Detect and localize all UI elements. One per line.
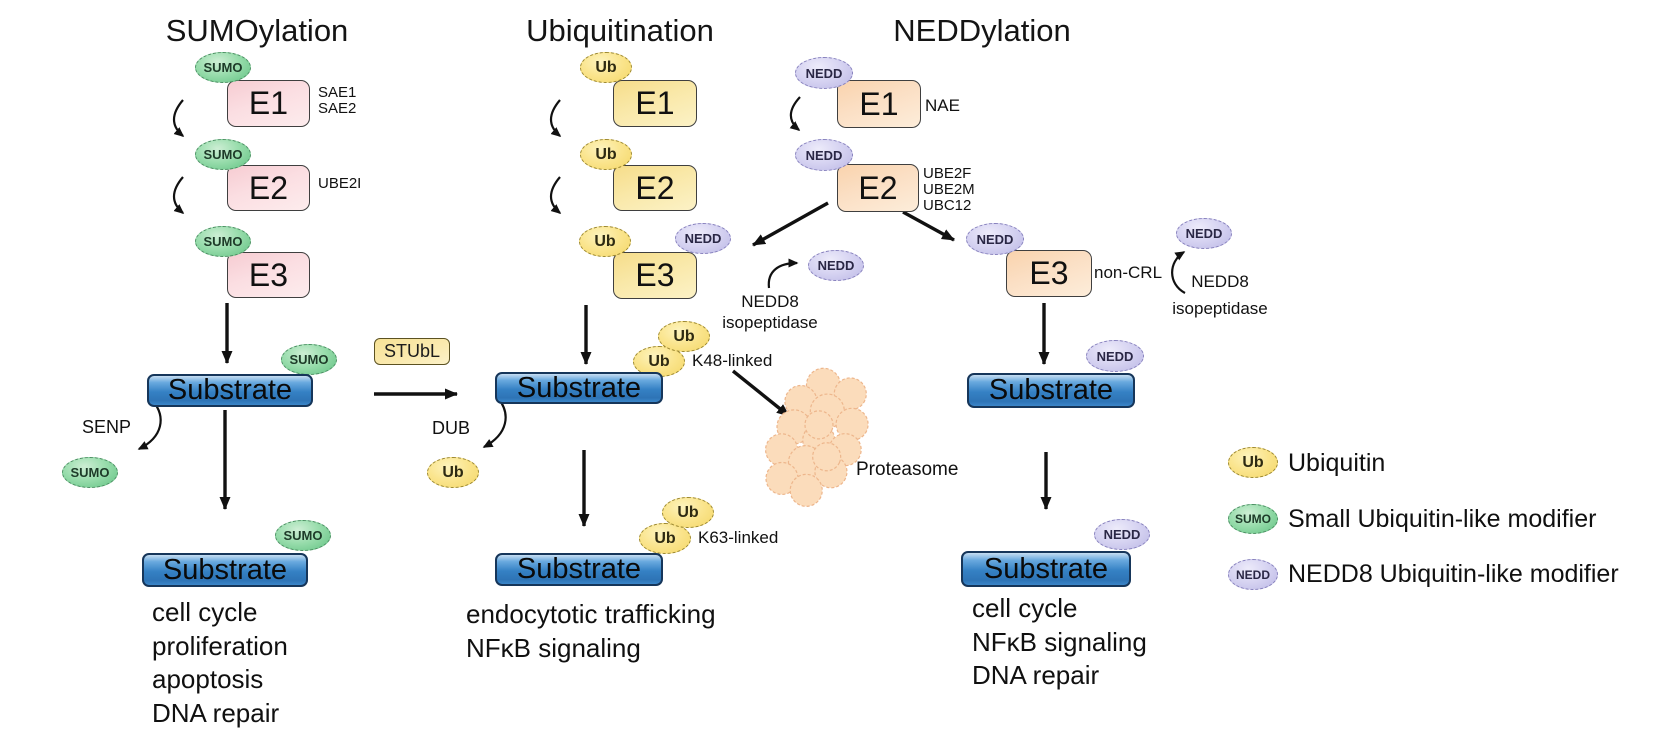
arrow-ub-e1-to-e2 <box>549 99 562 137</box>
arrow-senp-release <box>137 400 162 450</box>
dub-label: DUB <box>432 418 471 438</box>
ub-badge: Ub <box>580 52 632 83</box>
substrate-box-sumo-1: Substrate <box>147 374 313 407</box>
ub-outcomes: endocytotic trafficking NFκB signaling <box>466 598 716 665</box>
legend-sumo-badge: SUMO <box>1228 504 1278 534</box>
stubl-box: STUbL <box>374 338 450 365</box>
arrow-nedd-e2-to-ub-e3 <box>752 201 829 247</box>
substrate-box-sumo-2: Substrate <box>142 553 308 587</box>
e1-box-ub: E1 <box>613 80 697 127</box>
outcome-item: DNA repair <box>972 660 1100 690</box>
e3-box-ub: E3 <box>613 252 697 299</box>
isopeptidase-line: NEDD8 <box>741 292 799 311</box>
pathway-title-ubiquitination: Ubiquitination <box>526 13 714 48</box>
outcome-item: apoptosis <box>152 664 264 694</box>
e3-box-nedd: E3 <box>1006 250 1092 297</box>
arrow-isopeptidase-release-mid <box>767 258 799 289</box>
enzyme-name-ube2m: UBE2M <box>923 181 975 198</box>
isopeptidase-line: isopeptidase <box>722 313 818 332</box>
sumo-outcomes: cell cycle proliferation apoptosis DNA r… <box>152 596 288 730</box>
isopeptidase-label-right: NEDD8 isopeptidase <box>1158 268 1282 322</box>
arrow-sumo-e2-to-e3 <box>172 176 185 214</box>
legend-ub-label: Ubiquitin <box>1288 449 1386 477</box>
isopeptidase-line: isopeptidase <box>1172 299 1268 318</box>
enzyme-name-sae1: SAE1 <box>318 84 357 101</box>
outcome-item: NFκB signaling <box>466 632 641 663</box>
outcome-item: proliferation <box>152 630 288 661</box>
nedd-outcomes: cell cycle NFκB signaling DNA repair <box>972 592 1147 693</box>
enzyme-name-ubc12: UBC12 <box>923 197 972 214</box>
e1-box-sumo: E1 <box>227 80 310 127</box>
e2-box-sumo: E2 <box>227 165 310 211</box>
nedd-badge-on-ub-e3: NEDD <box>675 223 731 254</box>
arrow-sumo-e1-to-e2 <box>172 99 185 137</box>
substrate-box-ub-2: Substrate <box>495 553 663 586</box>
non-crl-label: non-CRL <box>1094 263 1163 282</box>
legend-ub-badge: Ub <box>1228 447 1278 478</box>
arrow-ub-e2-to-e3 <box>549 176 562 214</box>
nedd-badge: NEDD <box>1094 519 1150 550</box>
proteasome-label: Proteasome <box>856 459 959 480</box>
outcome-item: cell cycle <box>972 593 1078 623</box>
isopeptidase-line: NEDD8 <box>1191 272 1249 291</box>
ub-badge-chain: Ub <box>639 523 691 554</box>
sumo-badge: SUMO <box>195 52 251 83</box>
ub-badge-chain: Ub <box>662 497 714 528</box>
substrate-box-nedd-1: Substrate <box>967 373 1135 408</box>
legend-nedd-badge: NEDD <box>1228 559 1278 590</box>
proteasome-blob <box>764 367 869 507</box>
enzyme-name-sae2: SAE2 <box>318 100 357 117</box>
ub-badge: Ub <box>580 139 632 170</box>
nedd-badge: NEDD <box>795 139 853 171</box>
outcome-item: cell cycle <box>152 597 258 627</box>
sumo-badge: SUMO <box>281 344 337 375</box>
outcome-item: DNA repair <box>152 697 280 728</box>
e2-box-nedd: E2 <box>837 164 919 212</box>
nedd-badge-released: NEDD <box>1176 218 1232 249</box>
sumo-badge: SUMO <box>275 520 331 551</box>
enzyme-name-nae: NAE <box>925 96 960 115</box>
outcome-item: endocytotic trafficking <box>466 599 716 629</box>
enzyme-name-ube2i: UBE2I <box>318 175 362 192</box>
nedd-badge: NEDD <box>795 57 853 89</box>
sumo-badge: SUMO <box>195 139 251 170</box>
arrow-nedd-e1-to-e2 <box>789 96 801 131</box>
legend-sumo-label: Small Ubiquitin-like modifier <box>1288 505 1597 533</box>
substrate-box-nedd-2: Substrate <box>961 551 1131 587</box>
nedd-badge: NEDD <box>966 223 1024 255</box>
enzyme-name-ube2f: UBE2F <box>923 165 972 182</box>
senp-label: SENP <box>82 417 132 437</box>
e3-box-sumo: E3 <box>227 252 310 298</box>
arrow-nedd-e2-to-nedd-e3 <box>902 210 955 242</box>
k63-linked-label: K63-linked <box>698 528 779 547</box>
k48-linked-label: K48-linked <box>692 351 773 370</box>
e1-box-nedd: E1 <box>837 80 921 128</box>
sumo-badge: SUMO <box>195 226 251 257</box>
ub-badge-released: Ub <box>427 457 479 488</box>
ub-badge: Ub <box>579 226 631 257</box>
e2-box-ub: E2 <box>613 165 697 211</box>
substrate-box-ub-1: Substrate <box>495 372 663 404</box>
arrow-isopeptidase-release-right <box>1171 251 1186 294</box>
legend-nedd-label: NEDD8 Ubiquitin-like modifier <box>1288 560 1619 588</box>
arrow-k48-to-proteasome <box>731 369 791 418</box>
pathway-title-neddylation: NEDDylation <box>893 13 1071 48</box>
isopeptidase-label-mid: NEDD8 isopeptidase <box>710 291 830 333</box>
sumo-badge-released: SUMO <box>62 457 118 488</box>
nedd-badge-released: NEDD <box>808 250 864 281</box>
pathway-title-sumoylation: SUMOylation <box>165 13 349 48</box>
ub-badge-chain: Ub <box>658 321 710 352</box>
arrow-dub-release <box>482 397 507 448</box>
nedd-badge: NEDD <box>1086 340 1144 372</box>
outcome-item: NFκB signaling <box>972 626 1147 657</box>
